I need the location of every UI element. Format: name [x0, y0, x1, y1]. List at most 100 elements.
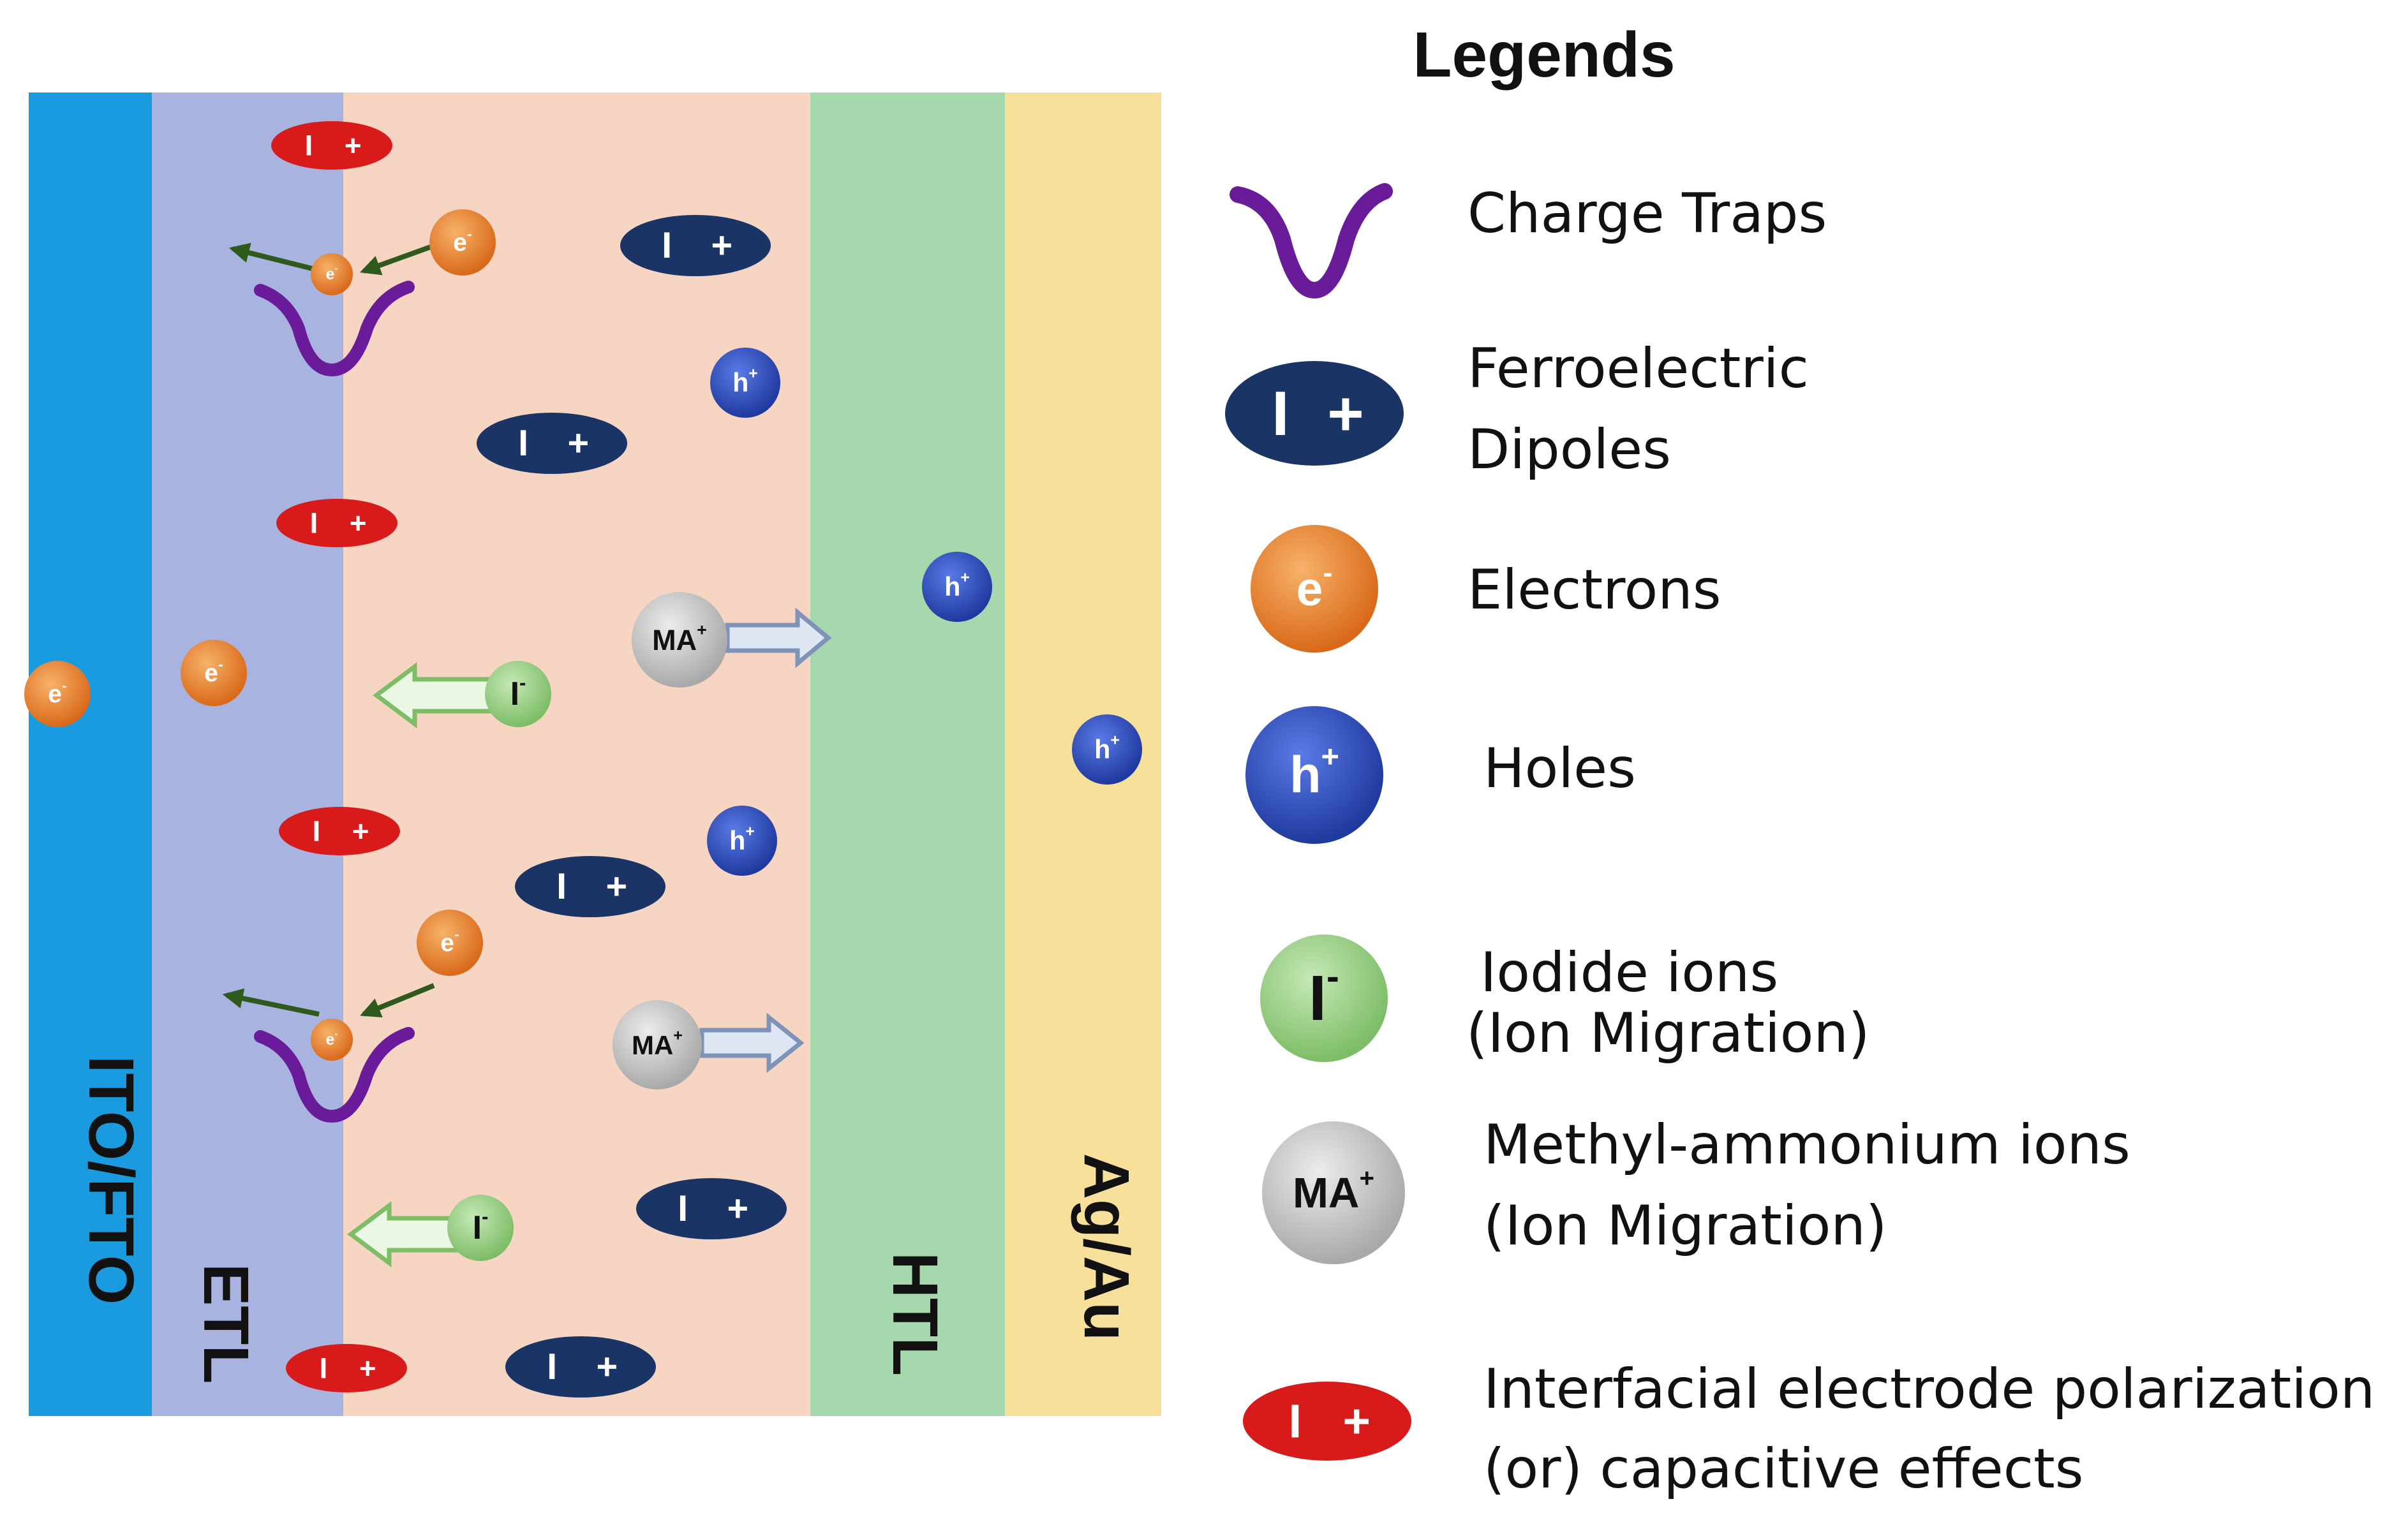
- polarization-dipole-icon: [271, 121, 392, 170]
- methyl-ammonium-icon: [1262, 1121, 1405, 1264]
- legend-icons: I + e-h+ I- MA+ I +: [1225, 361, 1411, 1461]
- electron-icon: [181, 640, 247, 706]
- legend-interfacial-polarization-text: (or) capacitive effects: [1483, 1437, 2084, 1501]
- dipole-minus-label: I: [1272, 378, 1289, 448]
- methyl-ammonium-icon: [613, 1000, 702, 1089]
- etl-layer: [152, 92, 343, 1416]
- iodide-label: I-: [1309, 955, 1339, 1035]
- dipole-plus-label: +: [596, 1347, 618, 1387]
- electron-icon: [24, 661, 91, 727]
- ferroelectric-dipole-icon: [505, 1336, 656, 1398]
- electron-label: e-: [204, 656, 223, 686]
- dipole-plus-label: +: [350, 507, 367, 540]
- legend-ferroelectric-dipoles-text: Ferroelectric: [1468, 337, 1809, 401]
- ito-fto-label: ITO/FTO: [75, 1056, 147, 1305]
- ferroelectric-dipole-icon: [515, 856, 665, 917]
- htl-layer: [810, 92, 1005, 1416]
- charge-trap-icon: [254, 1027, 415, 1123]
- methyl-ammonium-label: MA+: [652, 620, 707, 656]
- ferroelectric-dipole-icon: [477, 413, 627, 474]
- legend-title: Legends: [1413, 19, 1675, 91]
- legend-holes-text: Holes: [1483, 737, 1636, 801]
- legend-ferroelectric-dipole-icon: [1225, 361, 1404, 466]
- dipole-plus-label: +: [567, 423, 589, 464]
- legend-methyl-ammonium-ions-text: (Ion Migration): [1483, 1194, 1887, 1258]
- ma-migration-arrow: [699, 1012, 805, 1074]
- dipole-minus-label: I: [310, 507, 318, 540]
- dipole-minus-label: I: [556, 866, 567, 907]
- htl-label: HTL: [879, 1252, 951, 1376]
- electrode-label: Ag/Au: [1071, 1153, 1142, 1341]
- dipole-plus-label: +: [345, 129, 362, 162]
- diagram-particles: I+I+I+I+I+I+I+I+I+e-e-e-e-e-e-h+h+h+h+I-…: [24, 121, 1142, 1398]
- hole-icon: [710, 348, 780, 418]
- iodide-label: I-: [473, 1205, 489, 1246]
- etl-label: ETL: [190, 1264, 262, 1384]
- electron-label: e-: [48, 677, 67, 707]
- ferroelectric-dipole-icon: [636, 1178, 787, 1239]
- legend-polarization-icon: [1243, 1382, 1411, 1461]
- electron-icon: [417, 910, 483, 976]
- legend-charge-trap-icon: [1230, 183, 1393, 299]
- legend-ferroelectric-dipoles-text: Dipoles: [1468, 418, 1671, 482]
- dipole-plus-label: +: [711, 225, 732, 266]
- dipole-minus-label: I: [662, 225, 672, 266]
- dipole-minus-label: I: [313, 815, 321, 848]
- legend-texts: Charge TrapsFerroelectricDipolesElectron…: [1466, 182, 2375, 1501]
- polarization-dipole-icon: [279, 807, 400, 855]
- ferroelectric-dipole-icon: [620, 215, 771, 276]
- hole-label: h+: [729, 823, 755, 855]
- electron-label: e-: [326, 1029, 338, 1048]
- iodide-migration-arrow: [373, 662, 494, 728]
- legend-iodide-ions-text: (Ion Migration): [1466, 1001, 1869, 1065]
- polarization-dipole-icon: [276, 499, 398, 547]
- electron-icon: [1251, 525, 1378, 653]
- dipole-minus-label: I: [320, 1352, 328, 1385]
- dipole-minus-label: I: [305, 129, 313, 162]
- electron-label: e-: [326, 263, 338, 283]
- hole-label: h+: [944, 569, 970, 601]
- electron-label: e-: [453, 225, 472, 256]
- iodide-ion-icon: [447, 1195, 514, 1261]
- dipole-plus-label: +: [1327, 378, 1364, 448]
- trap-arrow: [360, 983, 435, 1018]
- iodide-migration-arrow: [347, 1201, 468, 1267]
- electron-icon: [311, 1019, 353, 1061]
- legend-charge-traps-text: Charge Traps: [1468, 182, 1827, 246]
- ito-fto-layer: [29, 92, 152, 1416]
- hole-icon: [707, 806, 777, 876]
- iodide-ion-icon: [485, 661, 551, 727]
- legend-electrons-text: Electrons: [1468, 558, 1721, 622]
- dipole-minus-label: I: [1289, 1395, 1302, 1448]
- escape-arrow: [222, 988, 320, 1017]
- hole-icon: [1245, 706, 1383, 844]
- dipole-minus-label: I: [547, 1347, 557, 1387]
- dipole-minus-label: I: [678, 1188, 688, 1229]
- hole-label: h+: [1289, 740, 1339, 804]
- dipole-plus-label: +: [359, 1352, 376, 1385]
- charge-trap-icon: [254, 281, 415, 377]
- iodide-ion-icon: [1260, 934, 1388, 1062]
- ma-migration-arrow: [725, 607, 832, 668]
- methyl-ammonium-label: MA+: [632, 1026, 683, 1059]
- dipole-plus-label: +: [727, 1188, 748, 1229]
- methyl-ammonium-label: MA+: [1293, 1163, 1374, 1216]
- iodide-label: I-: [510, 671, 526, 712]
- electron-icon: [429, 209, 496, 276]
- hole-label: h+: [1094, 732, 1120, 764]
- dipole-plus-label: +: [1342, 1395, 1370, 1448]
- dipole-plus-label: +: [606, 866, 627, 907]
- legend-methyl-ammonium-ions-text: Methyl-ammonium ions: [1483, 1113, 2130, 1177]
- escape-arrow: [228, 242, 323, 274]
- electron-label: e-: [440, 926, 459, 956]
- methyl-ammonium-icon: [632, 592, 727, 688]
- polarization-dipole-icon: [286, 1344, 407, 1392]
- electron-label: e-: [1297, 556, 1333, 616]
- legend-iodide-ions-text: Iodide ions: [1480, 941, 1778, 1005]
- hole-icon: [1072, 714, 1142, 785]
- dipole-minus-label: I: [518, 423, 528, 464]
- hole-label: h+: [732, 365, 758, 397]
- legend-interfacial-polarization-text: Interfacial electrode polarization: [1483, 1357, 2375, 1421]
- electron-icon: [311, 253, 353, 295]
